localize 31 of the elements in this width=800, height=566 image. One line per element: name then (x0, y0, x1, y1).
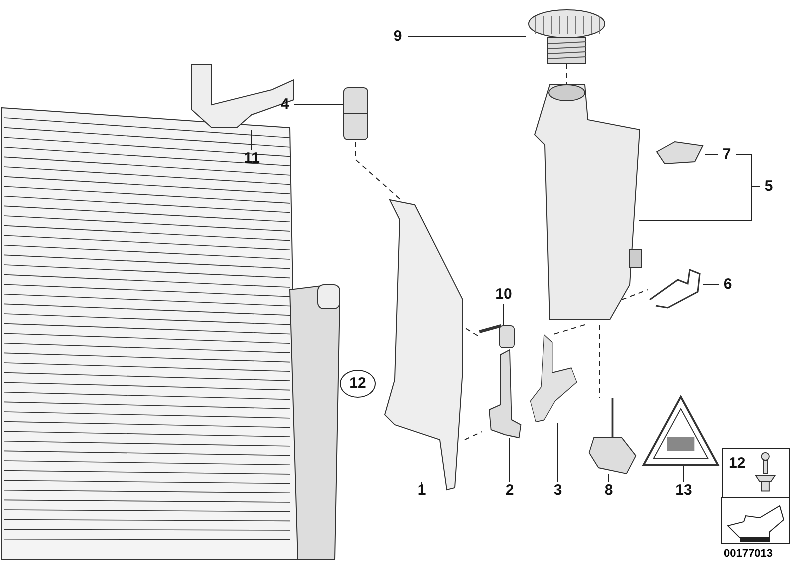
callout-number: 3 (550, 482, 566, 500)
callout-number: 13 (672, 482, 696, 500)
part-number: 00177013 (724, 548, 773, 560)
hose-drawing (528, 335, 578, 425)
leader-line (704, 154, 718, 156)
leader-line (464, 328, 478, 336)
circled-callout-number: 12 (340, 370, 376, 398)
callout-number: 12 (729, 455, 746, 472)
clip-drawing (655, 140, 705, 165)
callout-number: 11 (240, 150, 264, 168)
callout-number: 5 (760, 178, 778, 196)
callout-number: 1 (414, 482, 430, 500)
leader-line (638, 186, 760, 222)
callout-number: 6 (719, 276, 737, 294)
cap-drawing (526, 8, 608, 66)
leader-line (464, 432, 482, 440)
callout-number: 7 (718, 146, 736, 164)
leader-line (552, 324, 586, 336)
inset-panel (722, 448, 790, 498)
callout-number: 2 (502, 482, 518, 500)
leader-line (702, 284, 720, 286)
callout-number: 10 (492, 286, 516, 304)
clip-drawing (648, 270, 703, 308)
warning-label-drawing (642, 395, 720, 467)
leader-line (408, 36, 526, 38)
leader-line (294, 104, 344, 106)
leader-line (356, 142, 402, 200)
leader-line (622, 290, 648, 300)
callout-number: 8 (601, 482, 617, 500)
leader-line (608, 474, 610, 482)
callout-number: 9 (388, 28, 408, 46)
